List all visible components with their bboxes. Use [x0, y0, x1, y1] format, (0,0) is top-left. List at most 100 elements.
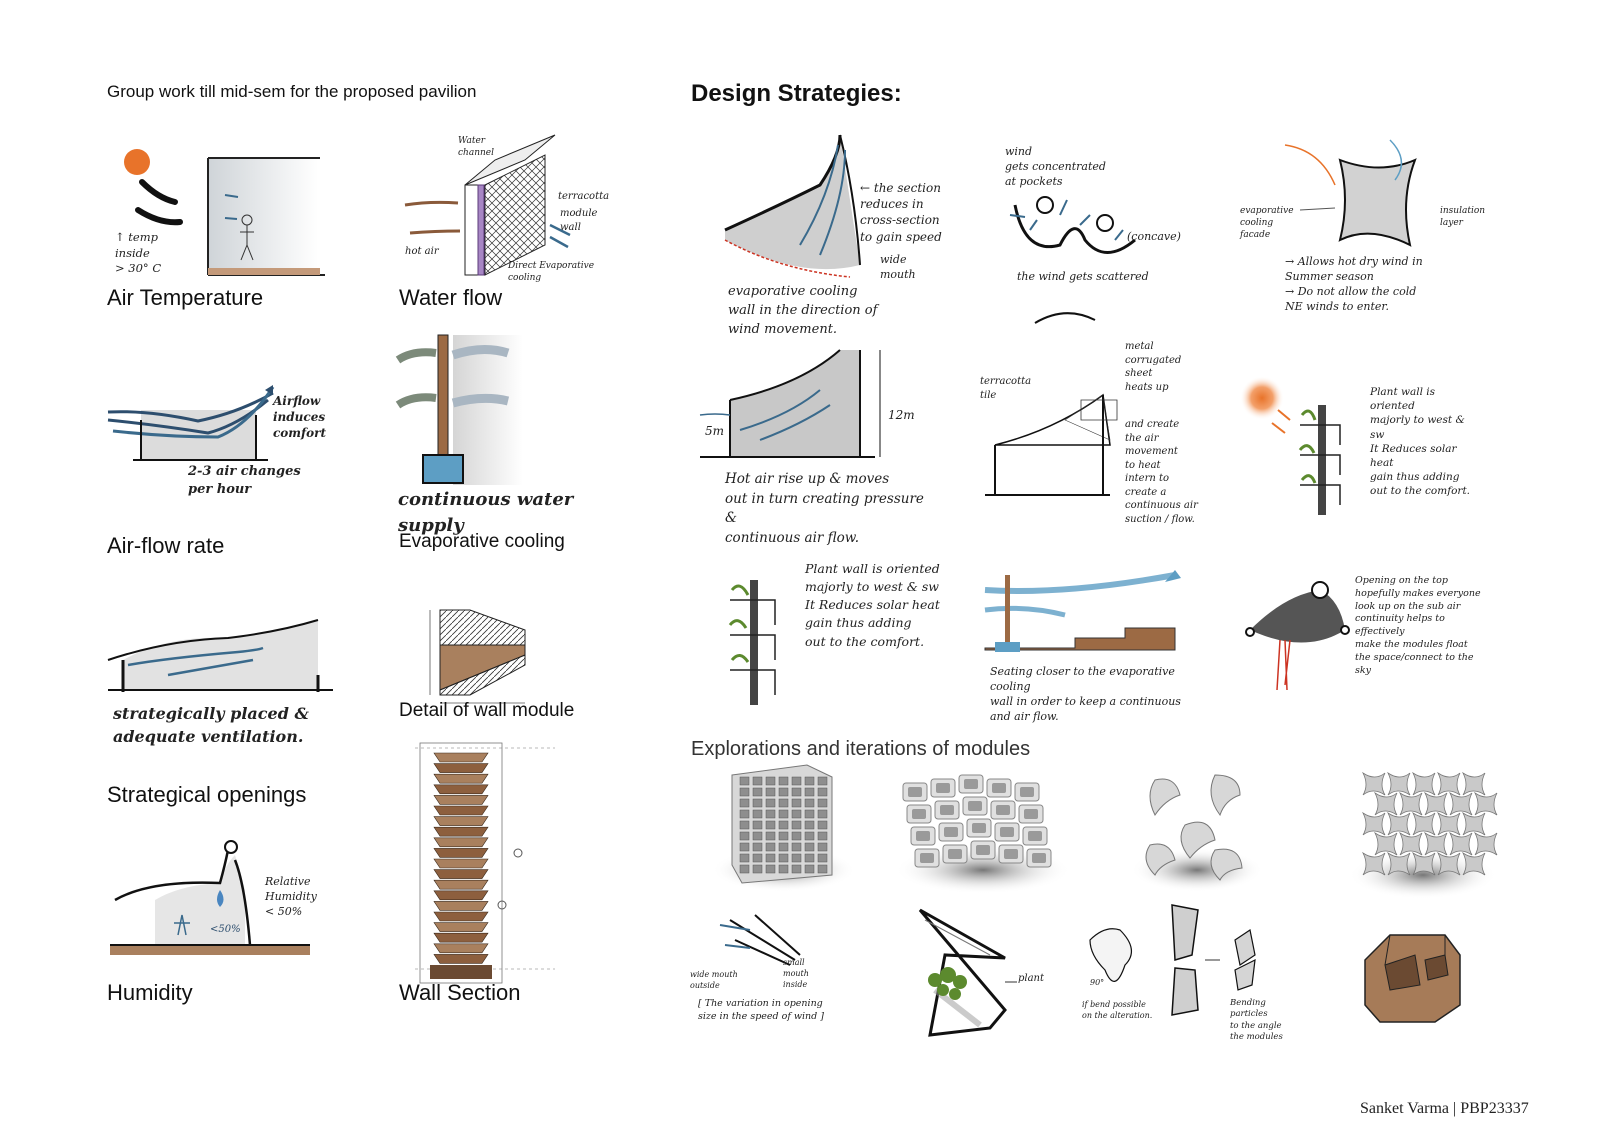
strategy-5-sketch [985, 393, 1118, 496]
exploration-3-render [1131, 774, 1263, 892]
evaporative-cooling-panel: continuous water supply [395, 334, 608, 536]
strategy-5-terracotta-note: terracotta tile [980, 376, 1032, 401]
iteration-1-bottom-note: [ The variation in opening size in the s… [698, 998, 824, 1022]
water-channel-note: Water channel [458, 136, 494, 159]
terracotta-module-render [1364, 934, 1461, 1023]
air-temperature-panel: ↑ temp inside > 30° C [110, 140, 330, 285]
strategy-1-bottom-note: evaporative cooling wall in the directio… [728, 284, 878, 337]
air-changes-note: 2-3 air changes per hour [188, 464, 301, 497]
strategy-6-note: Plant wall is oriented majorly to west &… [1370, 386, 1470, 498]
airflow-comfort-note: Airflow induces comfort [273, 394, 327, 441]
air-temperature-sketch [124, 149, 325, 276]
strategy-4: 5m 12m Hot air rise up & moves out in tu… [699, 345, 940, 546]
strategy-3: evaporative cooling facade insulation la… [1240, 139, 1485, 345]
strategy-4-sketch [699, 349, 881, 458]
evaporative-cooling-caption: Evaporative cooling [399, 531, 565, 552]
air-flow-rate-caption: Air-flow rate [107, 533, 225, 558]
direct-evaporative-note: Direct Evaporative cooling [508, 261, 595, 284]
wall-module-stack [433, 752, 489, 964]
detail-wall-module-panel [410, 605, 560, 715]
exploration-3 [1130, 770, 1265, 895]
iteration-2: plant [915, 908, 1055, 1045]
iteration-2-sketch [918, 908, 1017, 1037]
exploration-4-render [1349, 771, 1498, 899]
air-temperature-caption: Air Temperature [107, 285, 264, 310]
strategy-3-bottom-note: → Allows hot dry wind in Summer season →… [1285, 255, 1423, 313]
water-flow-caption: Water flow [399, 285, 503, 310]
explorations-title: Explorations and iterations of modules [691, 738, 1031, 760]
strategy-2-top-note: wind gets concentrated at pockets [1005, 145, 1106, 188]
lattice-modules [1361, 771, 1498, 876]
strategy-7-note: Plant wall is oriented majorly to west &… [805, 561, 940, 649]
footer-credit: Sanket Varma | PBP23337 [1360, 1100, 1529, 1117]
wall-section-caption: Wall Section [399, 980, 521, 1005]
iteration-3-left-note: if bend possible on the alteration. [1082, 1000, 1153, 1020]
iteration-3-sketch [1089, 904, 1256, 1016]
strategy-4-12m-note: 12m [888, 408, 915, 422]
strategy-4-bottom-note: Hot air rise up & moves out in turn crea… [725, 471, 924, 546]
strategical-openings-sketch [107, 619, 333, 692]
strategy-1-wide-note: wide mouth [880, 253, 916, 281]
strategy-1: ← the section reduces in cross-section t… [720, 134, 955, 345]
group-title: Group work till mid-sem for the proposed… [107, 82, 477, 101]
air-temperature-note: ↑ temp inside > 30° C [115, 230, 162, 276]
strategy-7: Plant wall is oriented majorly to west &… [720, 560, 950, 710]
strategy-1-sketch [724, 134, 861, 278]
strategy-8-sketch [984, 570, 1181, 652]
iteration-3-angle-note: 90° [1090, 978, 1105, 987]
strategy-9: Opening on the top hopefully makes every… [1245, 575, 1485, 715]
iteration-2-plant-note: plant [1018, 973, 1045, 984]
detail-wall-module-caption: Detail of wall module [399, 700, 575, 721]
sun-icon [1240, 376, 1284, 420]
twisted-cells [902, 774, 1052, 868]
strategy-6: Plant wall is oriented majorly to west &… [1240, 375, 1480, 525]
strategical-openings-panel: strategically placed & adequate ventilat… [107, 619, 333, 760]
exploration-2-render [895, 774, 1071, 894]
strategy-5: terracotta tile metal corrugated sheet h… [980, 340, 1200, 545]
strategy-6-sketch [1240, 376, 1341, 515]
strategical-openings-caption: Strategical openings [107, 782, 307, 807]
exploration-4 [1348, 765, 1498, 900]
air-flow-rate-panel: Airflow induces comfort 2-3 air changes … [107, 385, 333, 510]
iteration-1-small-note: small mouth inside [783, 958, 809, 989]
exploration-2 [893, 765, 1073, 895]
water-supply-note: continuous water supply [398, 489, 574, 537]
strategy-5-right-note: and create the air movement to heat inte… [1125, 419, 1198, 525]
wall-section-drawing [415, 742, 555, 984]
relative-humidity-note: Relative Humidity < 50% [265, 875, 317, 918]
strategy-2-bottom-note: the wind gets scattered [1017, 270, 1149, 283]
wall-module-detail-drawing [429, 609, 526, 704]
wall-section-panel [415, 742, 555, 984]
strategy-8: Seating closer to the evaporative coolin… [984, 570, 1210, 730]
terracotta-note: terracotta [558, 191, 610, 202]
humidity-sketch [110, 840, 310, 955]
humidity-panel: <50% Relative Humidity < 50% [110, 840, 335, 970]
humidity-caption: Humidity [107, 980, 193, 1005]
plant-icon [928, 967, 967, 1000]
strategy-9-sketch [1245, 581, 1350, 691]
strategy-2: wind gets concentrated at pockets (conca… [1005, 145, 1190, 324]
water-drop-icon [217, 890, 224, 907]
iteration-1-sketch [719, 914, 801, 966]
iteration-3: 90° if bend possible on the alteration. … [1080, 900, 1300, 1045]
hot-air-note: hot air [405, 246, 439, 257]
strategy-3-sketch [1284, 139, 1417, 247]
evaporative-cooling-sketch [395, 334, 523, 485]
strategy-3-left-note: evaporative cooling facade [1240, 206, 1294, 241]
strategy-4-5m-note: 5m [705, 424, 725, 438]
iteration-4 [1360, 930, 1470, 1025]
iteration-3-right-note: Bending particles to the angle the modul… [1230, 998, 1283, 1043]
strategical-openings-note: strategically placed & adequate ventilat… [113, 704, 309, 747]
strategy-2-sketch [1009, 196, 1136, 324]
iteration-1: wide mouth outside small mouth inside [ … [690, 910, 850, 1030]
strategy-5-metal-note: metal corrugated sheet heats up [1125, 341, 1182, 393]
water-flow-panel: Water channel terracotta module wall hot… [400, 134, 609, 285]
strategy-3-right-note: insulation layer [1440, 206, 1486, 229]
strategy-9-note: Opening on the top hopefully makes every… [1355, 575, 1481, 676]
exploration-1 [712, 764, 857, 895]
strategies-title: Design Strategies: [691, 80, 902, 107]
module-wall-note: module wall [560, 208, 598, 233]
strategy-7-sketch [728, 580, 776, 705]
exploration-1-render [712, 764, 856, 892]
humidity-drop-label: <50% [210, 924, 241, 935]
